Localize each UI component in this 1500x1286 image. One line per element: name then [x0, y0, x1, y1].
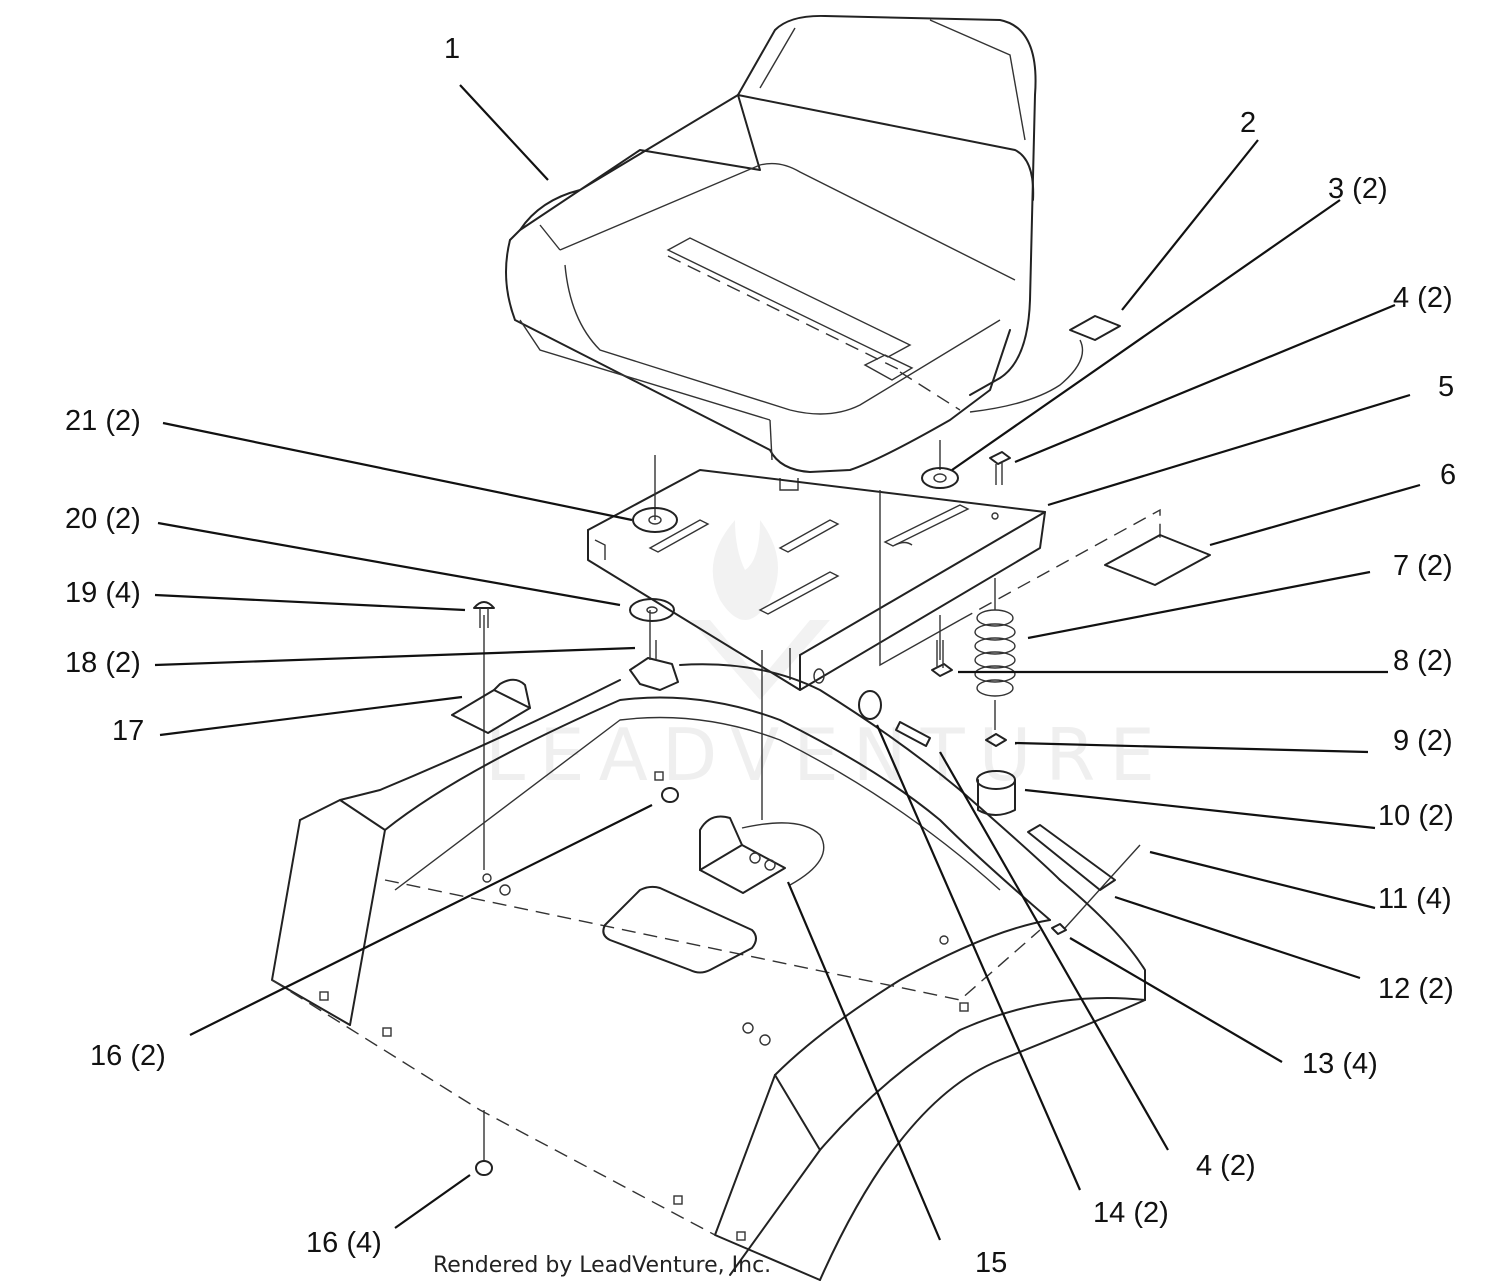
- callout-15: 15: [975, 1247, 1007, 1279]
- callout-17: 17: [112, 715, 144, 747]
- callout-3: 3 (2): [1328, 173, 1388, 205]
- hardware: [473, 451, 1141, 1176]
- watermark: LEADVENTURE: [485, 520, 1169, 797]
- callout-4-top: 4 (2): [1393, 282, 1453, 314]
- callout-2: 2: [1240, 107, 1256, 139]
- callout-16-bottom: 16 (4): [306, 1227, 382, 1259]
- decal: [1104, 534, 1211, 586]
- callout-10: 10 (2): [1378, 800, 1454, 832]
- callout-5: 5: [1438, 371, 1454, 403]
- callout-19: 19 (4): [65, 577, 141, 609]
- callout-20: 20 (2): [65, 503, 141, 535]
- watermark-text: LEADVENTURE: [485, 713, 1169, 797]
- seat-brackets: [451, 678, 825, 894]
- callout-9: 9 (2): [1393, 725, 1453, 757]
- callout-11: 11 (4): [1378, 883, 1452, 915]
- callout-21: 21 (2): [65, 405, 141, 437]
- seat: [505, 14, 1037, 491]
- fender-body: [271, 663, 1146, 1281]
- seat-switch: [969, 315, 1121, 413]
- callout-12: 12 (2): [1378, 973, 1454, 1005]
- callout-16-mid: 16 (2): [90, 1040, 166, 1072]
- seat-plate: [587, 469, 1046, 691]
- callout-6: 6: [1440, 459, 1456, 491]
- callout-13: 13 (4): [1302, 1048, 1378, 1080]
- callout-8: 8 (2): [1393, 645, 1453, 677]
- callout-7: 7 (2): [1393, 550, 1453, 582]
- render-credit: Rendered by LeadVenture, Inc.: [433, 1253, 771, 1278]
- callout-labels: 1 2 3 (2) 4 (2) 5 6 7 (2) 8 (2) 9 (2) 10…: [65, 33, 1456, 1279]
- callout-4-bottom: 4 (2): [1196, 1150, 1256, 1182]
- callout-1: 1: [444, 33, 460, 65]
- leader-lines: [154, 84, 1421, 1241]
- alignment-lines: [483, 440, 1161, 1160]
- callout-14: 14 (2): [1093, 1197, 1169, 1229]
- callout-18: 18 (2): [65, 647, 141, 679]
